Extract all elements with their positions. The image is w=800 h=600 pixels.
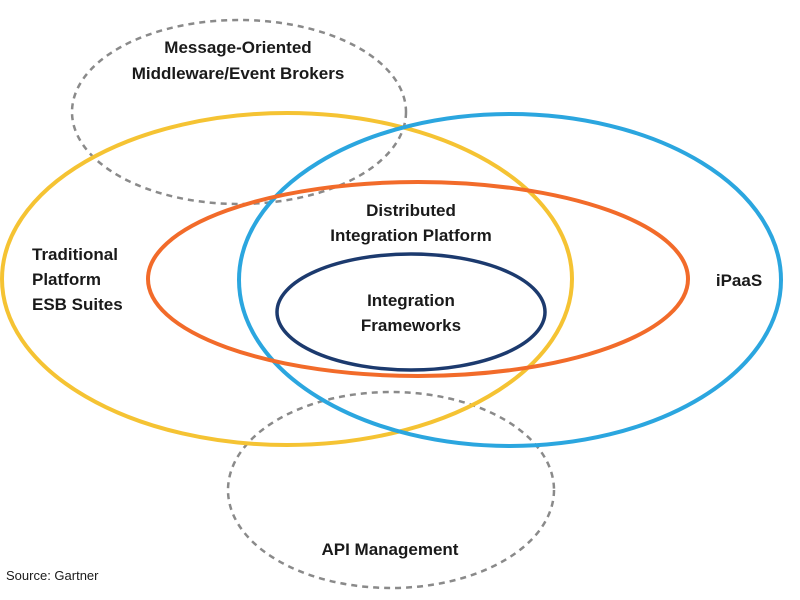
ipaas-ellipse <box>237 112 783 448</box>
ipaas-label: iPaaS <box>716 271 762 290</box>
distributed-integration-platform-ellipse <box>146 180 690 378</box>
distributed-label-line1: Distributed <box>366 201 456 220</box>
traditional-platform-ellipse <box>0 111 574 447</box>
source-caption: Source: Gartner <box>6 568 99 583</box>
api-management-ellipse <box>226 390 556 590</box>
traditional-label-line3: ESB Suites <box>32 295 123 314</box>
message-oriented-middleware-ellipse <box>70 18 408 206</box>
traditional-label-line2: Platform <box>32 270 101 289</box>
api-management-label: API Management <box>322 540 459 559</box>
mom-label-line1: Message-Oriented <box>164 38 311 57</box>
traditional-label-line1: Traditional <box>32 245 118 264</box>
integration-frameworks-ellipse <box>275 252 547 372</box>
mom-label-line2: Middleware/Event Brokers <box>132 64 345 83</box>
distributed-label-line2: Integration Platform <box>330 226 492 245</box>
frameworks-label-line2: Frameworks <box>361 316 461 335</box>
frameworks-label-line1: Integration <box>367 291 455 310</box>
